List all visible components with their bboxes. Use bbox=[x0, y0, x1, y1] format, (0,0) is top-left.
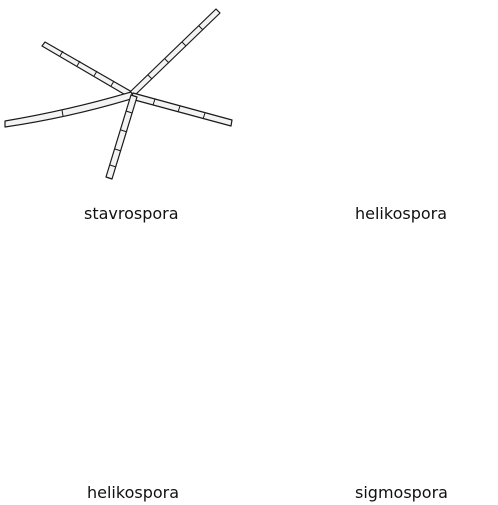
caption-stavrospora: stavrospora bbox=[84, 204, 179, 223]
stavrospora-arm-upper-left bbox=[42, 42, 132, 97]
caption-helikospora-spiral: helikospora bbox=[87, 483, 179, 502]
stavrospora-arm-down bbox=[106, 95, 137, 179]
stavrospora-arm-left bbox=[5, 92, 134, 127]
caption-sigmospora: sigmospora bbox=[355, 483, 448, 502]
stavrospora-arm-lower-right bbox=[131, 93, 232, 126]
caption-helikospora-coil: helikospora bbox=[355, 204, 447, 223]
stavrospora-illustration bbox=[5, 9, 232, 179]
stavrospora-arm-upper-right bbox=[130, 9, 220, 96]
